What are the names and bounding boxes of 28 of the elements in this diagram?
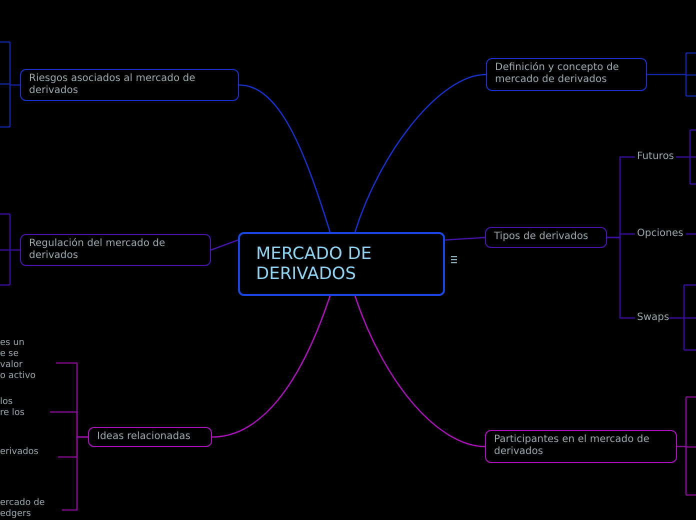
connector-line <box>0 213 21 286</box>
topic-box: Riesgos asociados al mercado de derivados <box>20 69 239 101</box>
subtopic-label: es un e se valor o activo <box>0 338 40 382</box>
connector-line <box>675 129 696 185</box>
central-topic-box: MERCADO DE DERIVADOS <box>238 232 445 296</box>
topic-box: Tipos de derivados <box>485 227 607 248</box>
connector-line <box>354 74 486 232</box>
connector-line <box>668 284 696 351</box>
connector-line <box>0 41 21 128</box>
topic-box: Ideas relacionadas <box>88 427 212 447</box>
connector-line <box>210 239 238 251</box>
connector-line <box>444 236 486 241</box>
connector-line <box>212 296 331 438</box>
connector-line <box>62 436 88 511</box>
topic-box: Regulación del mercado de derivados <box>20 234 211 266</box>
subtopic-label: Opciones <box>635 228 686 240</box>
subtopic-label: los re los <box>0 397 34 419</box>
connector-line <box>676 396 696 496</box>
connector-line <box>685 233 696 235</box>
connector-line <box>646 52 696 97</box>
topic-box: Participantes en el mercado de derivados <box>485 430 677 463</box>
connector-line <box>607 236 635 319</box>
subtopic-label: Swaps <box>635 312 669 324</box>
subtopic-label: erivados <box>0 447 42 458</box>
subtopic-label: ercado de edgers <box>0 498 46 520</box>
connector-line <box>238 84 331 232</box>
topic-box: Definición y concepto de mercado de derivados <box>486 58 647 91</box>
connector-line <box>354 296 486 448</box>
